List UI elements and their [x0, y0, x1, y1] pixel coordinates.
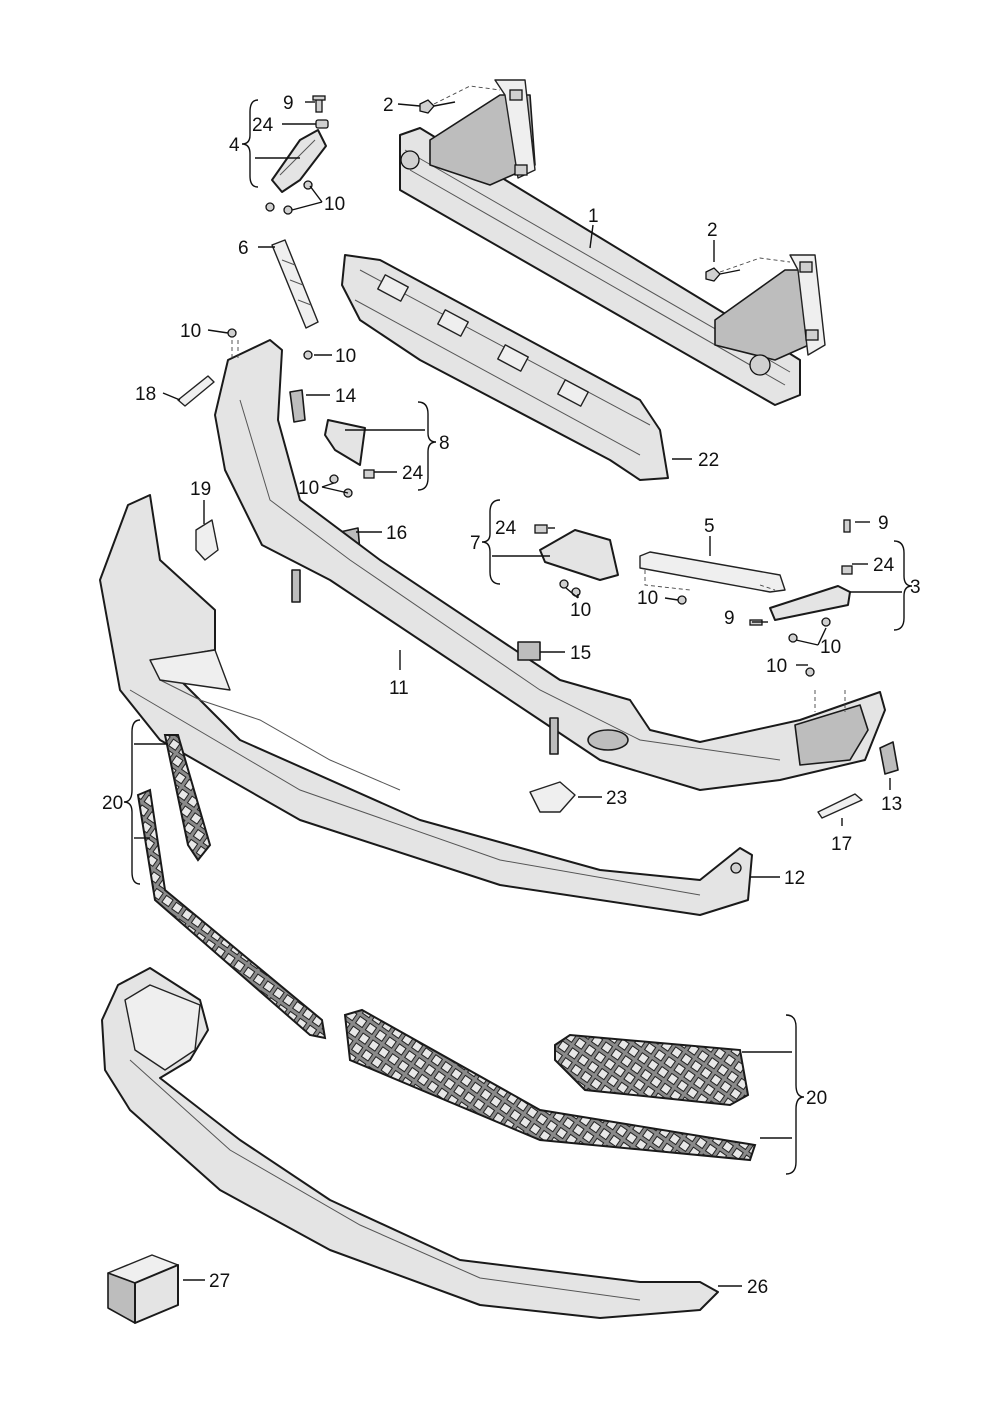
screw-10-r1	[559, 579, 569, 589]
guide-5	[639, 551, 786, 593]
grille-left-lower	[136, 788, 327, 1040]
callout-22: 22	[698, 450, 719, 471]
screw-10-r3	[677, 595, 687, 605]
callout-13: 13	[881, 794, 902, 815]
callout-10-r1: 10	[570, 600, 591, 621]
screw-10-r5	[821, 617, 831, 627]
bolt-2-right	[705, 267, 741, 282]
cover-15	[517, 641, 541, 661]
screw-10-c1	[329, 474, 339, 484]
callout-2-left: 2	[383, 95, 394, 116]
callout-27: 27	[209, 1271, 230, 1292]
bumper-beam	[399, 79, 826, 406]
callout-10-mid: 10	[335, 346, 356, 367]
callout-10-c: 10	[298, 478, 319, 499]
screw-10-left	[227, 328, 237, 338]
callout-3: 3	[910, 577, 921, 598]
screw-10-r6	[805, 667, 815, 677]
clip-24-top	[315, 119, 329, 129]
part-13	[879, 741, 899, 775]
leader-lines	[123, 99, 913, 1287]
bracket-7	[539, 529, 619, 581]
callout-12: 12	[784, 868, 805, 889]
tow-cap-23	[529, 781, 576, 813]
callout-labels: 9 2 24 4 10 1 2 6 10 10 18 14 8 24 10 22…	[102, 93, 921, 1298]
callout-18: 18	[135, 384, 156, 405]
bracket-18	[177, 375, 215, 407]
callout-26: 26	[747, 1277, 768, 1298]
impact-absorber	[341, 254, 669, 481]
callout-6: 6	[238, 238, 249, 259]
cover-8	[324, 419, 366, 466]
screw-9-top	[312, 95, 326, 113]
callout-9-top: 9	[283, 93, 294, 114]
callout-20-right: 20	[806, 1088, 827, 1109]
guide-6	[271, 239, 319, 329]
callout-9-right: 9	[878, 513, 889, 534]
callout-15: 15	[570, 643, 591, 664]
callout-14: 14	[335, 386, 357, 407]
callout-10-r3: 10	[637, 588, 658, 609]
bumper-cover	[99, 494, 753, 916]
screw-10-r4	[788, 633, 798, 643]
callout-10-top: 10	[324, 194, 345, 215]
callout-8: 8	[439, 433, 450, 454]
callout-1: 1	[588, 206, 599, 227]
grille-right	[554, 1033, 750, 1107]
callout-24-right: 24	[873, 555, 895, 576]
clip-14	[289, 389, 306, 423]
bolt-2-left	[419, 99, 456, 114]
callout-10-r6: 10	[766, 656, 787, 677]
kit-box-27	[107, 1254, 179, 1324]
clip-24-r1	[534, 524, 548, 534]
bracket-3	[769, 585, 851, 621]
callout-24-mid: 24	[402, 463, 424, 484]
callout-10-r4: 10	[820, 637, 841, 658]
clip-24-right	[841, 565, 853, 575]
grille-left-upper	[163, 734, 212, 862]
callout-19: 19	[190, 479, 211, 500]
grille-center	[343, 1008, 757, 1162]
callout-23: 23	[606, 788, 627, 809]
screw-10-mid	[303, 350, 313, 360]
callout-4: 4	[229, 135, 240, 156]
callout-2-right: 2	[707, 220, 718, 241]
callout-24-r1: 24	[495, 518, 517, 539]
callout-24-top: 24	[252, 115, 274, 136]
bracket-17	[817, 793, 863, 819]
callout-10-left: 10	[180, 321, 201, 342]
callout-5: 5	[704, 516, 715, 537]
callout-20-left: 20	[102, 793, 123, 814]
front-spoiler	[101, 967, 719, 1319]
callout-17: 17	[831, 834, 852, 855]
clip-24-mid	[363, 469, 375, 479]
callout-9-low: 9	[724, 608, 735, 629]
callout-16: 16	[386, 523, 407, 544]
bracket-4	[271, 129, 327, 193]
cover-19	[195, 519, 219, 561]
callout-7: 7	[470, 533, 481, 554]
screw-9-right	[843, 519, 851, 533]
callout-11: 11	[389, 678, 409, 699]
bumper-carrier	[214, 339, 886, 791]
